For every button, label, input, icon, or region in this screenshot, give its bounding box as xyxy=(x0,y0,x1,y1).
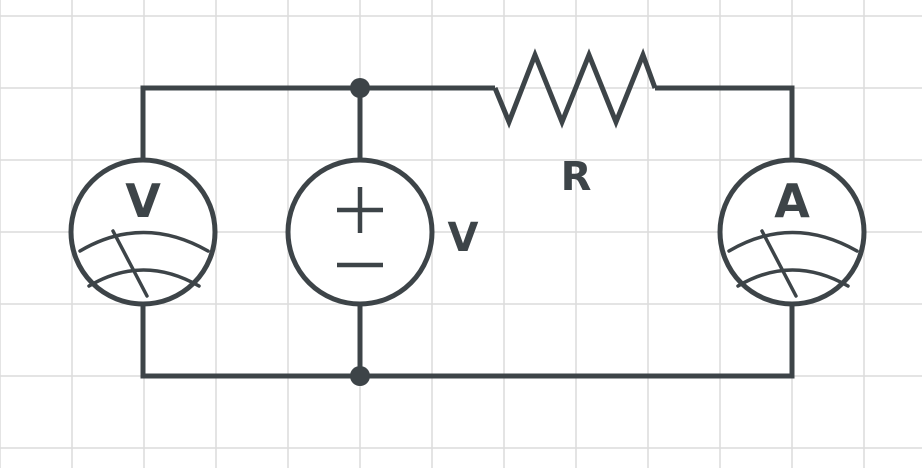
plus-sign-icon xyxy=(337,187,383,233)
voltmeter: V xyxy=(68,157,218,307)
ammeter-label: A xyxy=(774,174,810,228)
voltmeter-needle-icon xyxy=(111,229,149,298)
voltmeter-label: V xyxy=(125,174,161,228)
ammeter-scale-inner xyxy=(736,268,850,288)
ammeter: A xyxy=(717,157,867,307)
voltmeter-scale-outer xyxy=(78,230,210,253)
source-value-label: V xyxy=(448,215,479,261)
ammeter-scale-outer xyxy=(727,230,859,253)
junction-bottom xyxy=(350,366,370,386)
junction-top xyxy=(350,78,370,98)
ammeter-needle-icon xyxy=(760,229,798,298)
resistor-label: R xyxy=(561,154,592,200)
wires xyxy=(140,85,795,379)
resistor-zigzag-icon xyxy=(492,48,658,129)
top-wire-left xyxy=(140,85,495,160)
top-wire-right xyxy=(655,85,795,160)
resistor: R xyxy=(492,48,658,200)
voltage-source: V xyxy=(285,157,479,307)
bottom-wire xyxy=(140,305,795,379)
voltmeter-scale-inner xyxy=(87,268,201,288)
